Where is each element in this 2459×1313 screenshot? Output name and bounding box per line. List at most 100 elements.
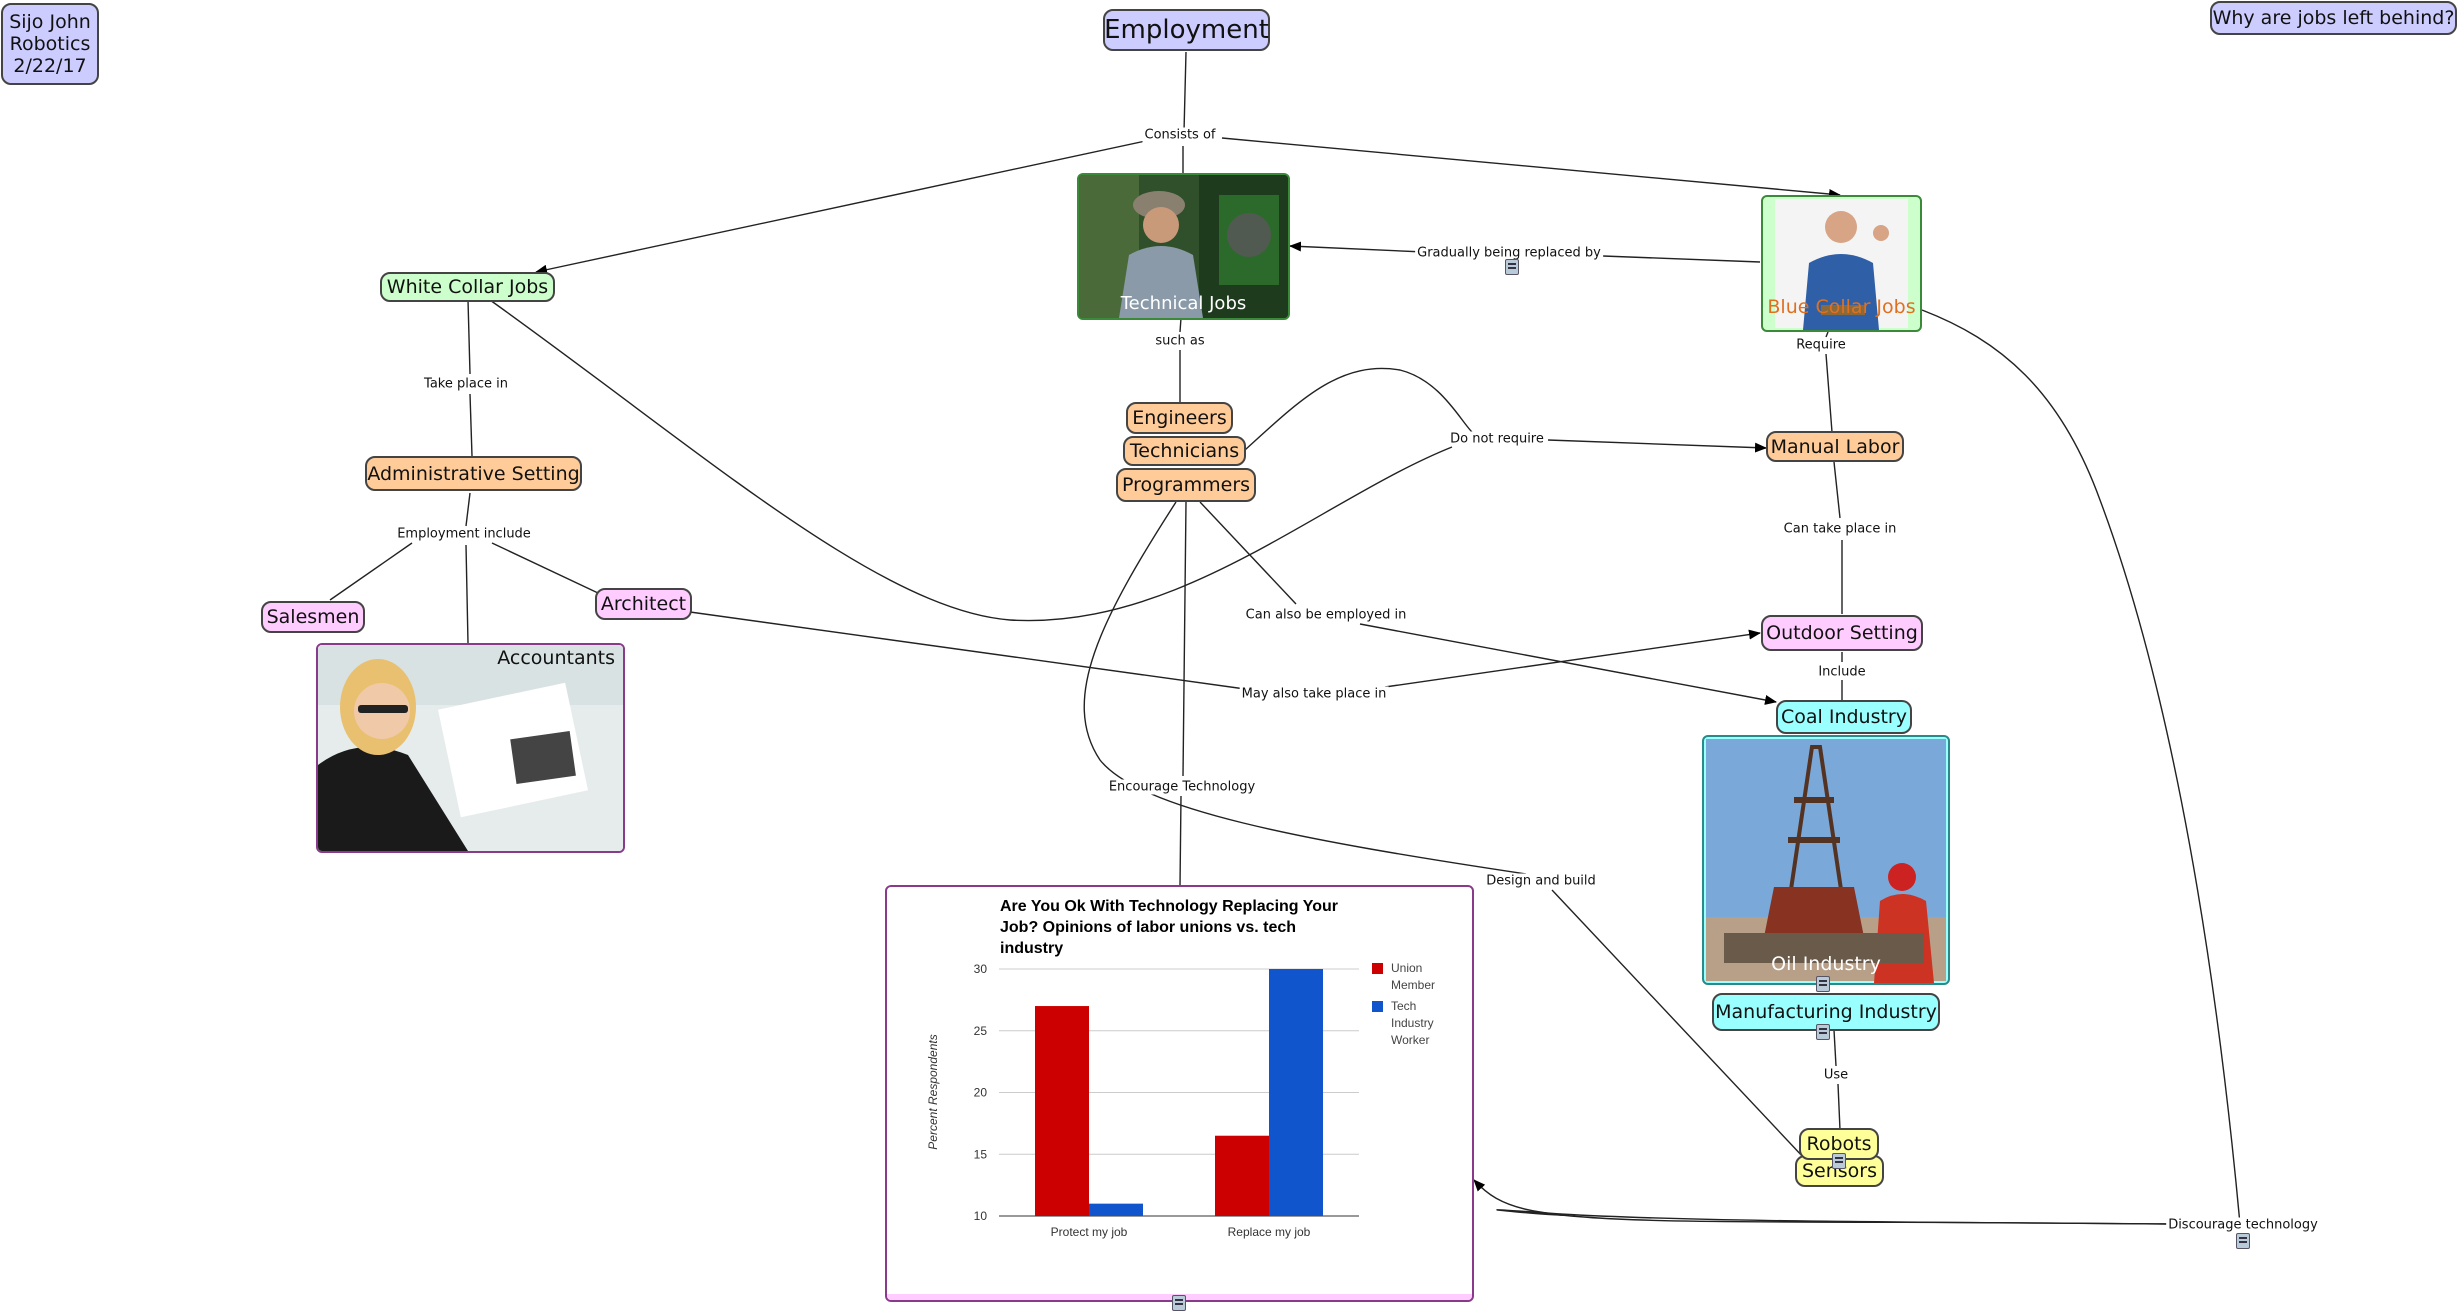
- node-engineers[interactable]: Engineers: [1126, 402, 1233, 434]
- author-subject: Robotics: [9, 33, 91, 55]
- label-such-as: such as: [1153, 333, 1207, 349]
- link-include-salesmen: [329, 542, 413, 601]
- document-icon[interactable]: [1172, 1295, 1186, 1311]
- node-accountants[interactable]: Accountants: [316, 643, 625, 853]
- link-whitecollar-donotrequire: [489, 299, 1453, 622]
- node-architect[interactable]: Architect: [595, 588, 692, 620]
- node-programmers[interactable]: Programmers: [1116, 468, 1256, 502]
- technician-photo: [1079, 175, 1288, 318]
- chart-title-line: industry: [1000, 940, 1063, 957]
- label-include: Include: [1816, 664, 1868, 680]
- link-technical-suchas: [1179, 317, 1182, 333]
- label-require: Require: [1794, 337, 1848, 353]
- link-admin-include: [465, 492, 471, 527]
- link-design-robots: [1551, 889, 1805, 1159]
- link-manufacturing-use: [1833, 1029, 1837, 1067]
- chart-y-tick: 20: [974, 1086, 988, 1100]
- accountant-photo: [318, 645, 623, 851]
- author-date: 2/22/17: [13, 55, 87, 77]
- opinion-bar-chart: Are You Ok With Technology Replacing You…: [926, 898, 1435, 1239]
- node-administrative-setting[interactable]: Administrative Setting: [365, 456, 582, 491]
- link-use-robots: [1837, 1083, 1841, 1131]
- chart-y-tick: 25: [974, 1024, 988, 1038]
- link-replaced-technical: [1289, 241, 1425, 253]
- chart-legend-swatch: [1372, 1001, 1383, 1012]
- blue-collar-caption: Blue Collar Jobs: [1767, 296, 1916, 318]
- accountants-caption: Accountants: [497, 647, 615, 669]
- chart-x-tick: Protect my job: [1051, 1225, 1128, 1239]
- link-consists-whitecollar: [535, 139, 1151, 275]
- author-box: Sijo John Robotics 2/22/17: [1, 3, 99, 85]
- link-encourage-chart: [1179, 795, 1182, 887]
- chart-y-tick: 10: [974, 1209, 988, 1223]
- link-consists-bluecollar: [1221, 137, 1841, 199]
- node-outdoor-setting[interactable]: Outdoor Setting: [1761, 615, 1923, 651]
- chart-title-line: Are You Ok With Technology Replacing You…: [1000, 898, 1338, 915]
- link-bluecollar-require: [1825, 331, 1829, 338]
- chart-y-tick: 15: [974, 1147, 988, 1161]
- link-include-architect: [491, 542, 599, 594]
- link-whitecollar-takeplace: [467, 299, 471, 375]
- label-may-also-take-place: May also take place in: [1239, 686, 1389, 702]
- label-do-not-require: Do not require: [1448, 431, 1546, 447]
- oil-industry-caption: Oil Industry: [1771, 953, 1881, 975]
- author-name: Sijo John: [9, 11, 91, 33]
- label-take-place-in: Take place in: [422, 376, 510, 392]
- label-encourage-technology: Encourage Technology: [1106, 779, 1258, 795]
- node-white-collar-jobs[interactable]: White Collar Jobs: [380, 272, 555, 302]
- chart-x-tick: Replace my job: [1228, 1225, 1311, 1239]
- question-box: Why are jobs left behind?: [2210, 1, 2457, 35]
- label-can-take-place-in: Can take place in: [1781, 521, 1899, 537]
- document-icon[interactable]: [1832, 1153, 1846, 1169]
- node-technical-jobs[interactable]: Technical Jobs: [1077, 173, 1290, 320]
- node-technicians[interactable]: Technicians: [1123, 436, 1246, 466]
- link-discourage-chart-2: [1473, 1179, 2171, 1225]
- technical-jobs-caption: Technical Jobs: [1120, 293, 1247, 314]
- link-manual-cantake: [1833, 461, 1841, 519]
- chart-bar: [1269, 969, 1323, 1216]
- link-bluecollar-replaced: [1602, 255, 1761, 263]
- link-programmers-encourage: [1182, 501, 1187, 777]
- label-gradually-replaced: Gradually being replaced by: [1415, 245, 1603, 261]
- chart-legend-label: Member: [1391, 978, 1435, 992]
- chart-bar: [1035, 1006, 1089, 1216]
- link-programmers-design: [1083, 501, 1527, 875]
- link-programmers-employed: [1199, 501, 1297, 605]
- chart-bar: [1215, 1135, 1269, 1216]
- label-design-and-build: Design and build: [1484, 873, 1598, 889]
- node-blue-collar-jobs[interactable]: Blue Collar Jobs: [1761, 195, 1922, 332]
- question-text: Why are jobs left behind?: [2212, 7, 2455, 29]
- label-discourage-technology: Discourage technology: [2166, 1217, 2320, 1233]
- label-consists-of: Consists of: [1142, 127, 1218, 143]
- link-employment-consists: [1183, 51, 1187, 133]
- chart-legend-label: Industry: [1391, 1016, 1434, 1030]
- document-icon[interactable]: [2236, 1233, 2250, 1249]
- link-takeplace-admin: [469, 393, 473, 457]
- chart-title-line: Job? Opinions of labor unions vs. tech: [1000, 919, 1296, 936]
- chart-legend-label: Tech: [1391, 999, 1416, 1013]
- document-icon[interactable]: [1816, 1024, 1830, 1040]
- node-coal-industry[interactable]: Coal Industry: [1776, 700, 1912, 734]
- node-employment[interactable]: Employment: [1103, 9, 1270, 51]
- link-may-outdoor: [1384, 629, 1761, 688]
- chart-y-tick: 30: [974, 962, 988, 976]
- node-salesmen[interactable]: Salesmen: [261, 601, 365, 633]
- link-include-accountants: [465, 544, 469, 644]
- chart-legend-swatch: [1372, 963, 1383, 974]
- document-icon[interactable]: [1816, 976, 1830, 992]
- node-robots[interactable]: Robots: [1799, 1128, 1879, 1160]
- node-chart[interactable]: Are You Ok With Technology Replacing You…: [885, 885, 1474, 1302]
- link-architect-may: [689, 611, 1246, 690]
- document-icon[interactable]: [1505, 259, 1519, 275]
- chart-y-axis-label: Percent Respondents: [926, 1034, 940, 1149]
- link-donotrequire-manual: [1547, 439, 1767, 453]
- link-technicians-donotrequire: [1244, 367, 1473, 451]
- link-require-manual: [1825, 353, 1833, 433]
- node-oil-industry[interactable]: Oil Industry: [1702, 735, 1950, 985]
- label-use: Use: [1821, 1067, 1851, 1083]
- node-manual-labor[interactable]: Manual Labor: [1766, 431, 1904, 462]
- chart-legend-label: Worker: [1391, 1033, 1429, 1047]
- chart-bar: [1089, 1203, 1143, 1216]
- worker-photo: [1775, 199, 1908, 330]
